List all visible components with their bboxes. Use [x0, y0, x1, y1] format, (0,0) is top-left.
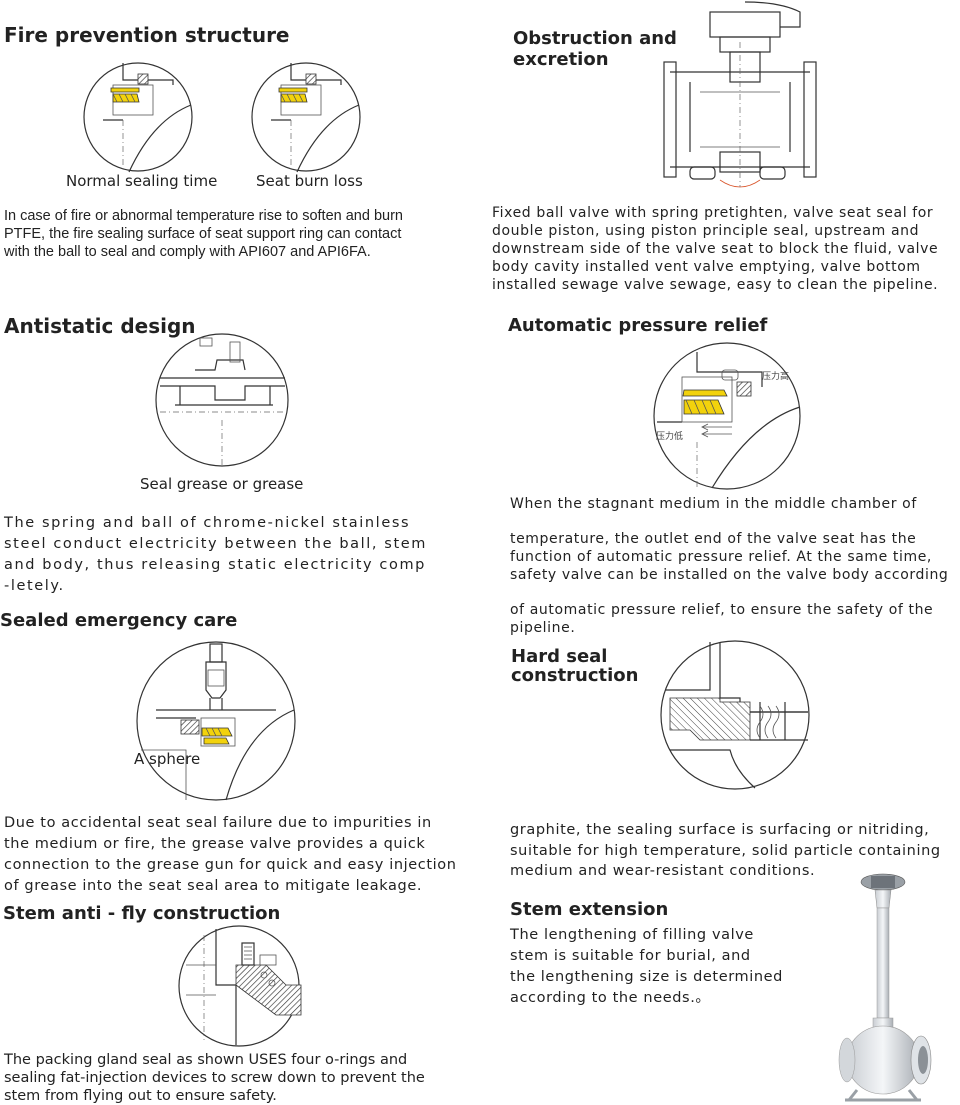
text-line: the medium or fire, the grease valve pro…: [4, 836, 426, 852]
fire-seat-burn-diagram: [251, 62, 361, 173]
text-line: In case of fire or abnormal temperature …: [4, 208, 403, 224]
fire-description: In case of fire or abnormal temperature …: [4, 207, 474, 261]
stem-extension-title: Stem extension: [510, 899, 669, 920]
valve-cross-section-diagram: [663, 1, 817, 188]
stem-anti-fly-title: Stem anti - fly construction: [3, 903, 281, 924]
text-line: The packing gland seal as shown USES fou…: [4, 1052, 408, 1068]
text-line: The spring and ball of chrome-nickel sta…: [4, 515, 411, 531]
text-line: [510, 584, 960, 601]
text-line: with the ball to seal and comply with AP…: [4, 244, 371, 260]
text-line: Due to accidental seat seal failure due …: [4, 815, 432, 831]
antistatic-title: Antistatic design: [4, 314, 196, 338]
text-line: safety valve can be installed on the val…: [510, 567, 949, 583]
extended-stem-valve-illustration: [838, 873, 932, 1102]
text-line: connection to the grease gun for quick a…: [4, 857, 457, 873]
text-line: of automatic pressure relief, to ensure …: [510, 602, 934, 618]
title-line: Hard seal: [511, 646, 608, 667]
text-line: function of automatic pressure relief. A…: [510, 549, 932, 565]
text-line: stem from flying out to ensure safety.: [4, 1088, 277, 1104]
pressure-relief-diagram: [653, 342, 801, 490]
text-line: graphite, the sealing surface is surfaci…: [510, 822, 930, 838]
text-line: -letely.: [4, 578, 65, 594]
text-line: Fixed ball valve with spring pretighten,…: [492, 205, 934, 221]
pressure-high-label: 压力高: [762, 372, 790, 382]
text-line: the lengthening size is determined: [510, 969, 783, 985]
fire-normal-caption: Normal sealing time: [66, 172, 218, 190]
stem-anti-fly-description: The packing gland seal as shown USES fou…: [4, 1051, 474, 1105]
text-line: temperature, the outlet end of the valve…: [510, 531, 917, 547]
text-line: When the stagnant medium in the middle c…: [510, 496, 917, 512]
text-line: sealing fat-injection devices to screw d…: [4, 1070, 425, 1086]
obstruction-description: Fixed ball valve with spring pretighten,…: [492, 204, 952, 294]
antistatic-description: The spring and ball of chrome-nickel sta…: [4, 513, 474, 597]
text-line: [510, 513, 960, 530]
emergency-care-diagram: [136, 641, 296, 801]
text-line: medium and wear-resistant conditions.: [510, 863, 816, 879]
title-line: excretion: [513, 49, 609, 70]
antistatic-diagram: [155, 333, 289, 468]
text-line: and body, thus releasing static electric…: [4, 557, 426, 573]
pressure-relief-title: Automatic pressure relief: [508, 315, 768, 336]
text-line: steel conduct electricity between the ba…: [4, 536, 427, 552]
hard-seal-title: Hard seal construction: [511, 647, 639, 685]
text-line: installed sewage valve sewage, easy to c…: [492, 277, 939, 293]
antistatic-caption: Seal grease or grease: [140, 475, 304, 493]
pressure-relief-description: When the stagnant medium in the middle c…: [510, 495, 960, 637]
pressure-low-label: 压力低: [656, 432, 684, 442]
text-line: double piston, using piston principle se…: [492, 223, 920, 239]
text-line: pipeline.: [510, 620, 576, 636]
text-line: body cavity installed vent valve emptyin…: [492, 259, 921, 275]
emergency-sphere-caption: A sphere: [134, 750, 201, 768]
obstruction-title: Obstruction and excretion: [513, 28, 677, 70]
fire-burn-caption: Seat burn loss: [256, 172, 363, 190]
text-line: downstream side of the valve seat to blo…: [492, 241, 939, 257]
text-line: according to the needs.。: [510, 990, 711, 1006]
text-line: The lengthening of filling valve: [510, 927, 754, 943]
hard-seal-diagram: [660, 640, 810, 790]
fire-normal-sealing-diagram: [83, 62, 193, 173]
fire-prevention-title: Fire prevention structure: [4, 23, 290, 47]
stem-extension-description: The lengthening of filling valve stem is…: [510, 925, 810, 1009]
hard-seal-description: graphite, the sealing surface is surfaci…: [510, 820, 960, 882]
text-line: stem is suitable for burial, and: [510, 948, 751, 964]
text-line: PTFE, the fire sealing surface of seat s…: [4, 226, 402, 242]
text-line: of grease into the seat seal area to mit…: [4, 878, 423, 894]
text-line: suitable for high temperature, solid par…: [510, 842, 941, 859]
title-line: construction: [511, 665, 639, 686]
emergency-care-description: Due to accidental seat seal failure due …: [4, 813, 474, 897]
title-line: Obstruction and: [513, 28, 677, 49]
emergency-care-title: Sealed emergency care: [0, 610, 238, 631]
stem-anti-fly-diagram: [178, 925, 302, 1047]
